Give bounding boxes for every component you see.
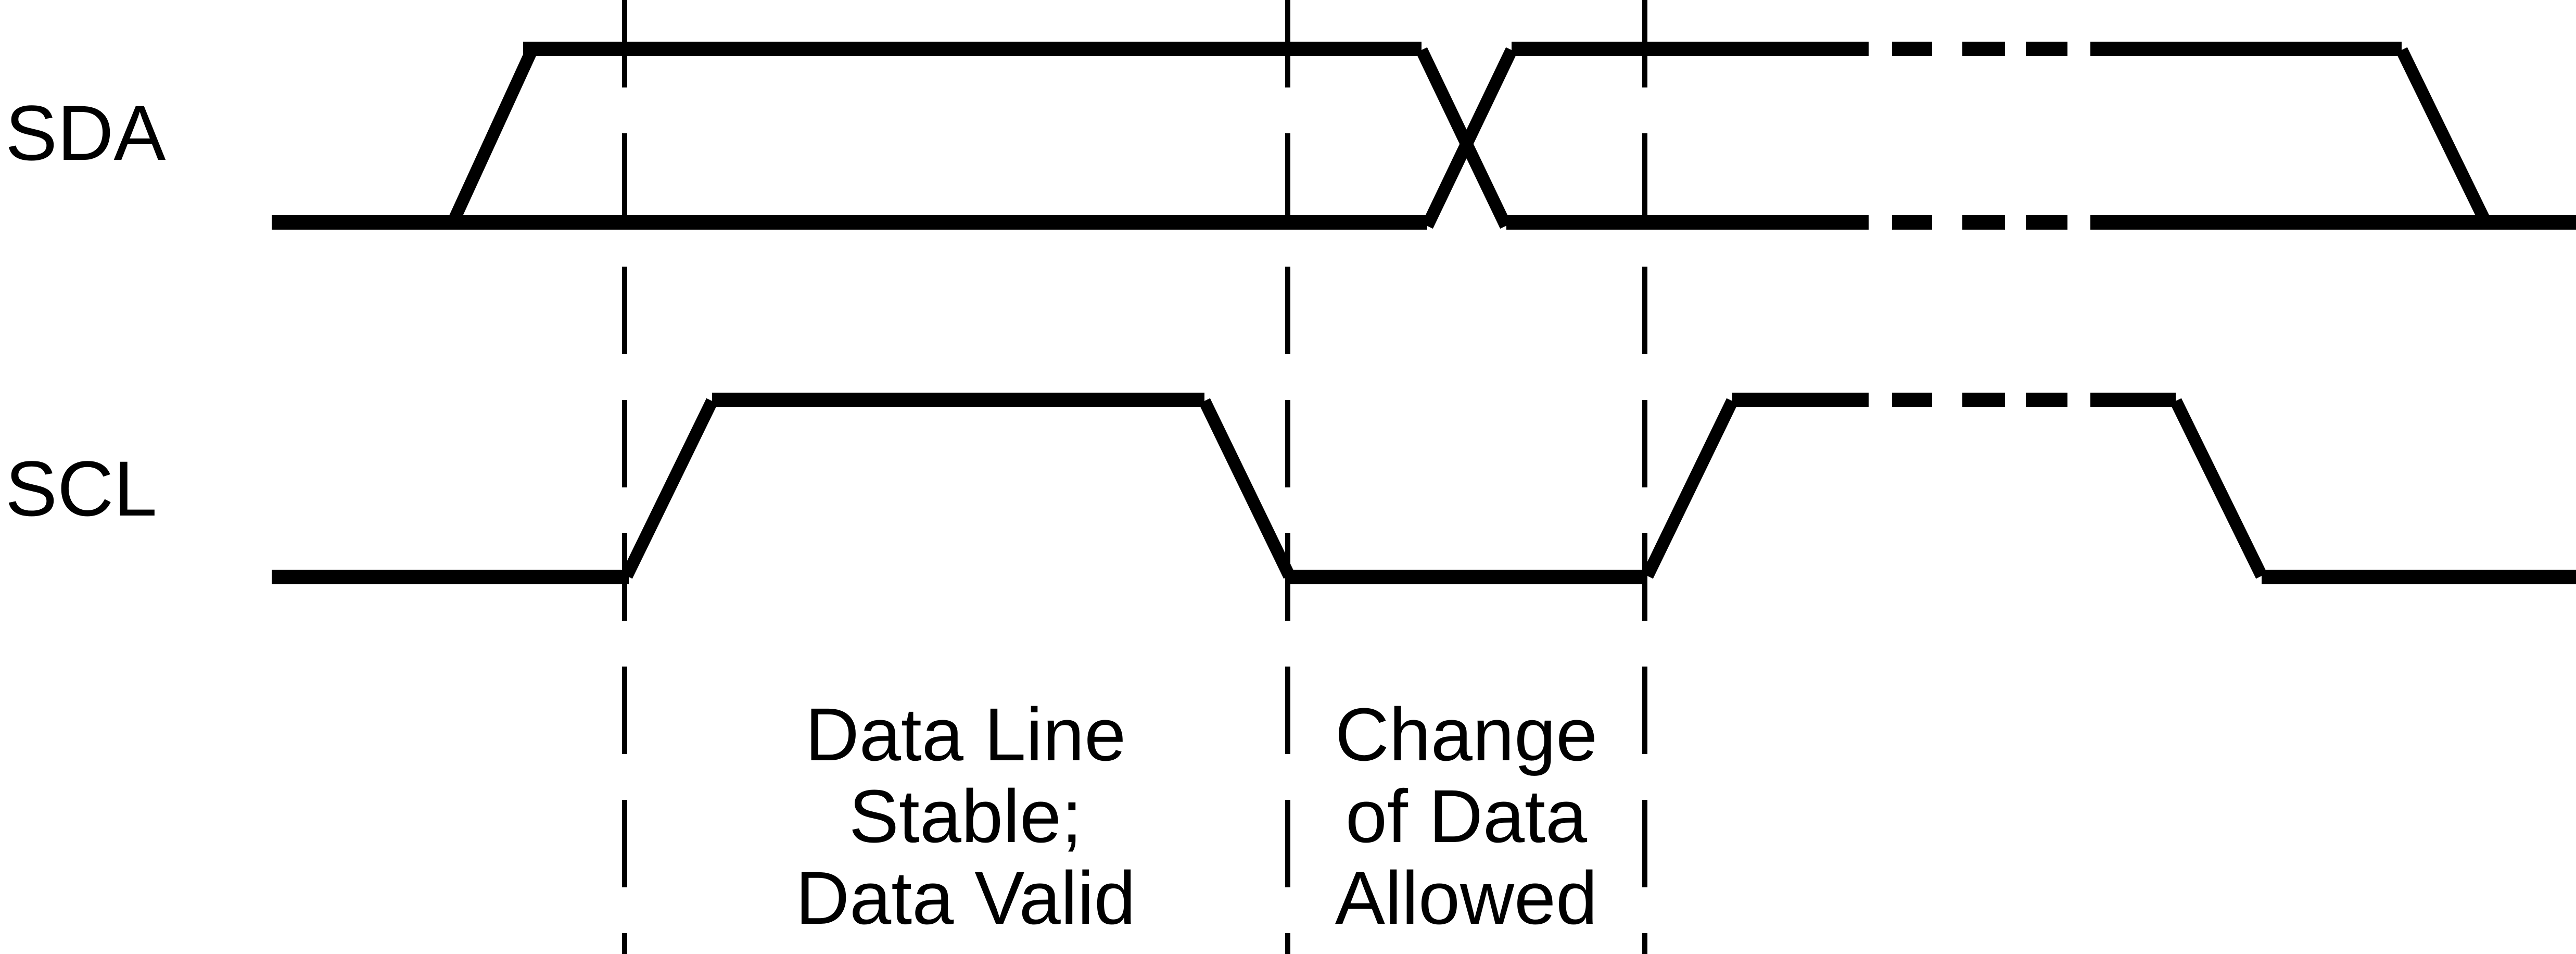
annotation-stable-line-2: Stable; xyxy=(849,774,1082,858)
annotation-stable-region: Data Line Stable; Data Valid xyxy=(795,693,1136,940)
sda-waveform xyxy=(272,42,2576,230)
annotation-change-line-2: of Data xyxy=(1346,774,1588,858)
annotation-change-line-1: Change xyxy=(1335,693,1597,776)
annotation-stable-line-1: Data Line xyxy=(805,693,1126,776)
sda-falling-edge xyxy=(2396,47,2493,229)
annotation-stable-line-3: Data Valid xyxy=(795,856,1136,940)
scl-waveform xyxy=(272,393,2576,584)
annotation-change-region: Change of Data Allowed xyxy=(1335,693,1597,940)
sda-label: SDA xyxy=(5,89,166,177)
scl-edges xyxy=(621,398,2267,579)
sda-crossover xyxy=(1416,47,1517,229)
sda-rising-edge xyxy=(445,47,538,230)
scl-label: SCL xyxy=(5,445,157,532)
annotation-change-line-3: Allowed xyxy=(1335,856,1597,940)
